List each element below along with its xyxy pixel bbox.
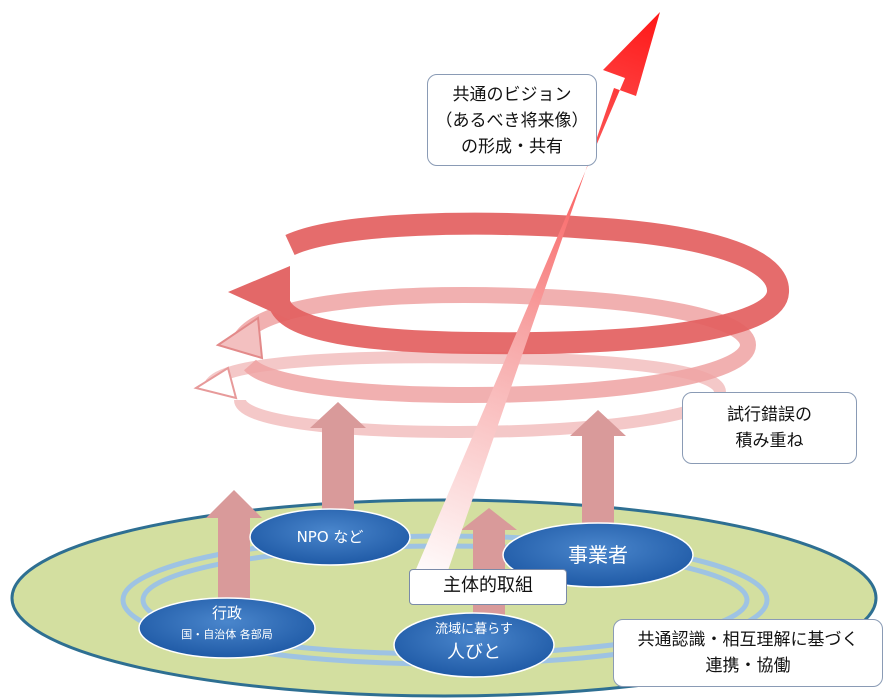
up-arrow-government	[206, 490, 262, 600]
initiative-tag: 主体的取組	[409, 569, 567, 605]
vision-arrow	[414, 12, 660, 585]
up-arrow-business	[570, 410, 626, 530]
business-label: 事業者	[568, 543, 628, 567]
vision-line-3: の形成・共有	[461, 137, 563, 157]
government-sub-label: 国・自治体 各部局	[181, 628, 273, 641]
npo-label: NPO など	[296, 528, 364, 546]
up-arrow-npo	[310, 402, 366, 520]
oval-government	[138, 597, 316, 659]
trial-line-1: 試行錯誤の	[727, 405, 812, 425]
cooperation-callout: 共通認識・相互理解に基づく 連携・協働	[613, 619, 883, 687]
vision-line-1: 共通のビジョン	[452, 85, 572, 105]
spiral-loops	[193, 212, 789, 439]
oval-npo	[249, 508, 411, 566]
trial-callout: 試行錯誤の 積み重ね	[682, 392, 857, 464]
trial-line-2: 積み重ね	[735, 431, 804, 451]
cooperation-line-2: 連携・協働	[705, 656, 791, 676]
cooperation-line-1: 共通認識・相互理解に基づく	[637, 630, 859, 650]
vision-callout: 共通のビジョン （あるべき将来像） の形成・共有	[427, 74, 597, 166]
residents-label: 人びと	[447, 642, 501, 663]
vision-line-2: （あるべき将来像）	[435, 111, 589, 131]
up-arrows	[206, 402, 626, 620]
oval-residents	[393, 612, 555, 678]
residents-sub-label: 流域に暮らす	[435, 622, 513, 637]
government-label: 行政	[211, 604, 242, 622]
